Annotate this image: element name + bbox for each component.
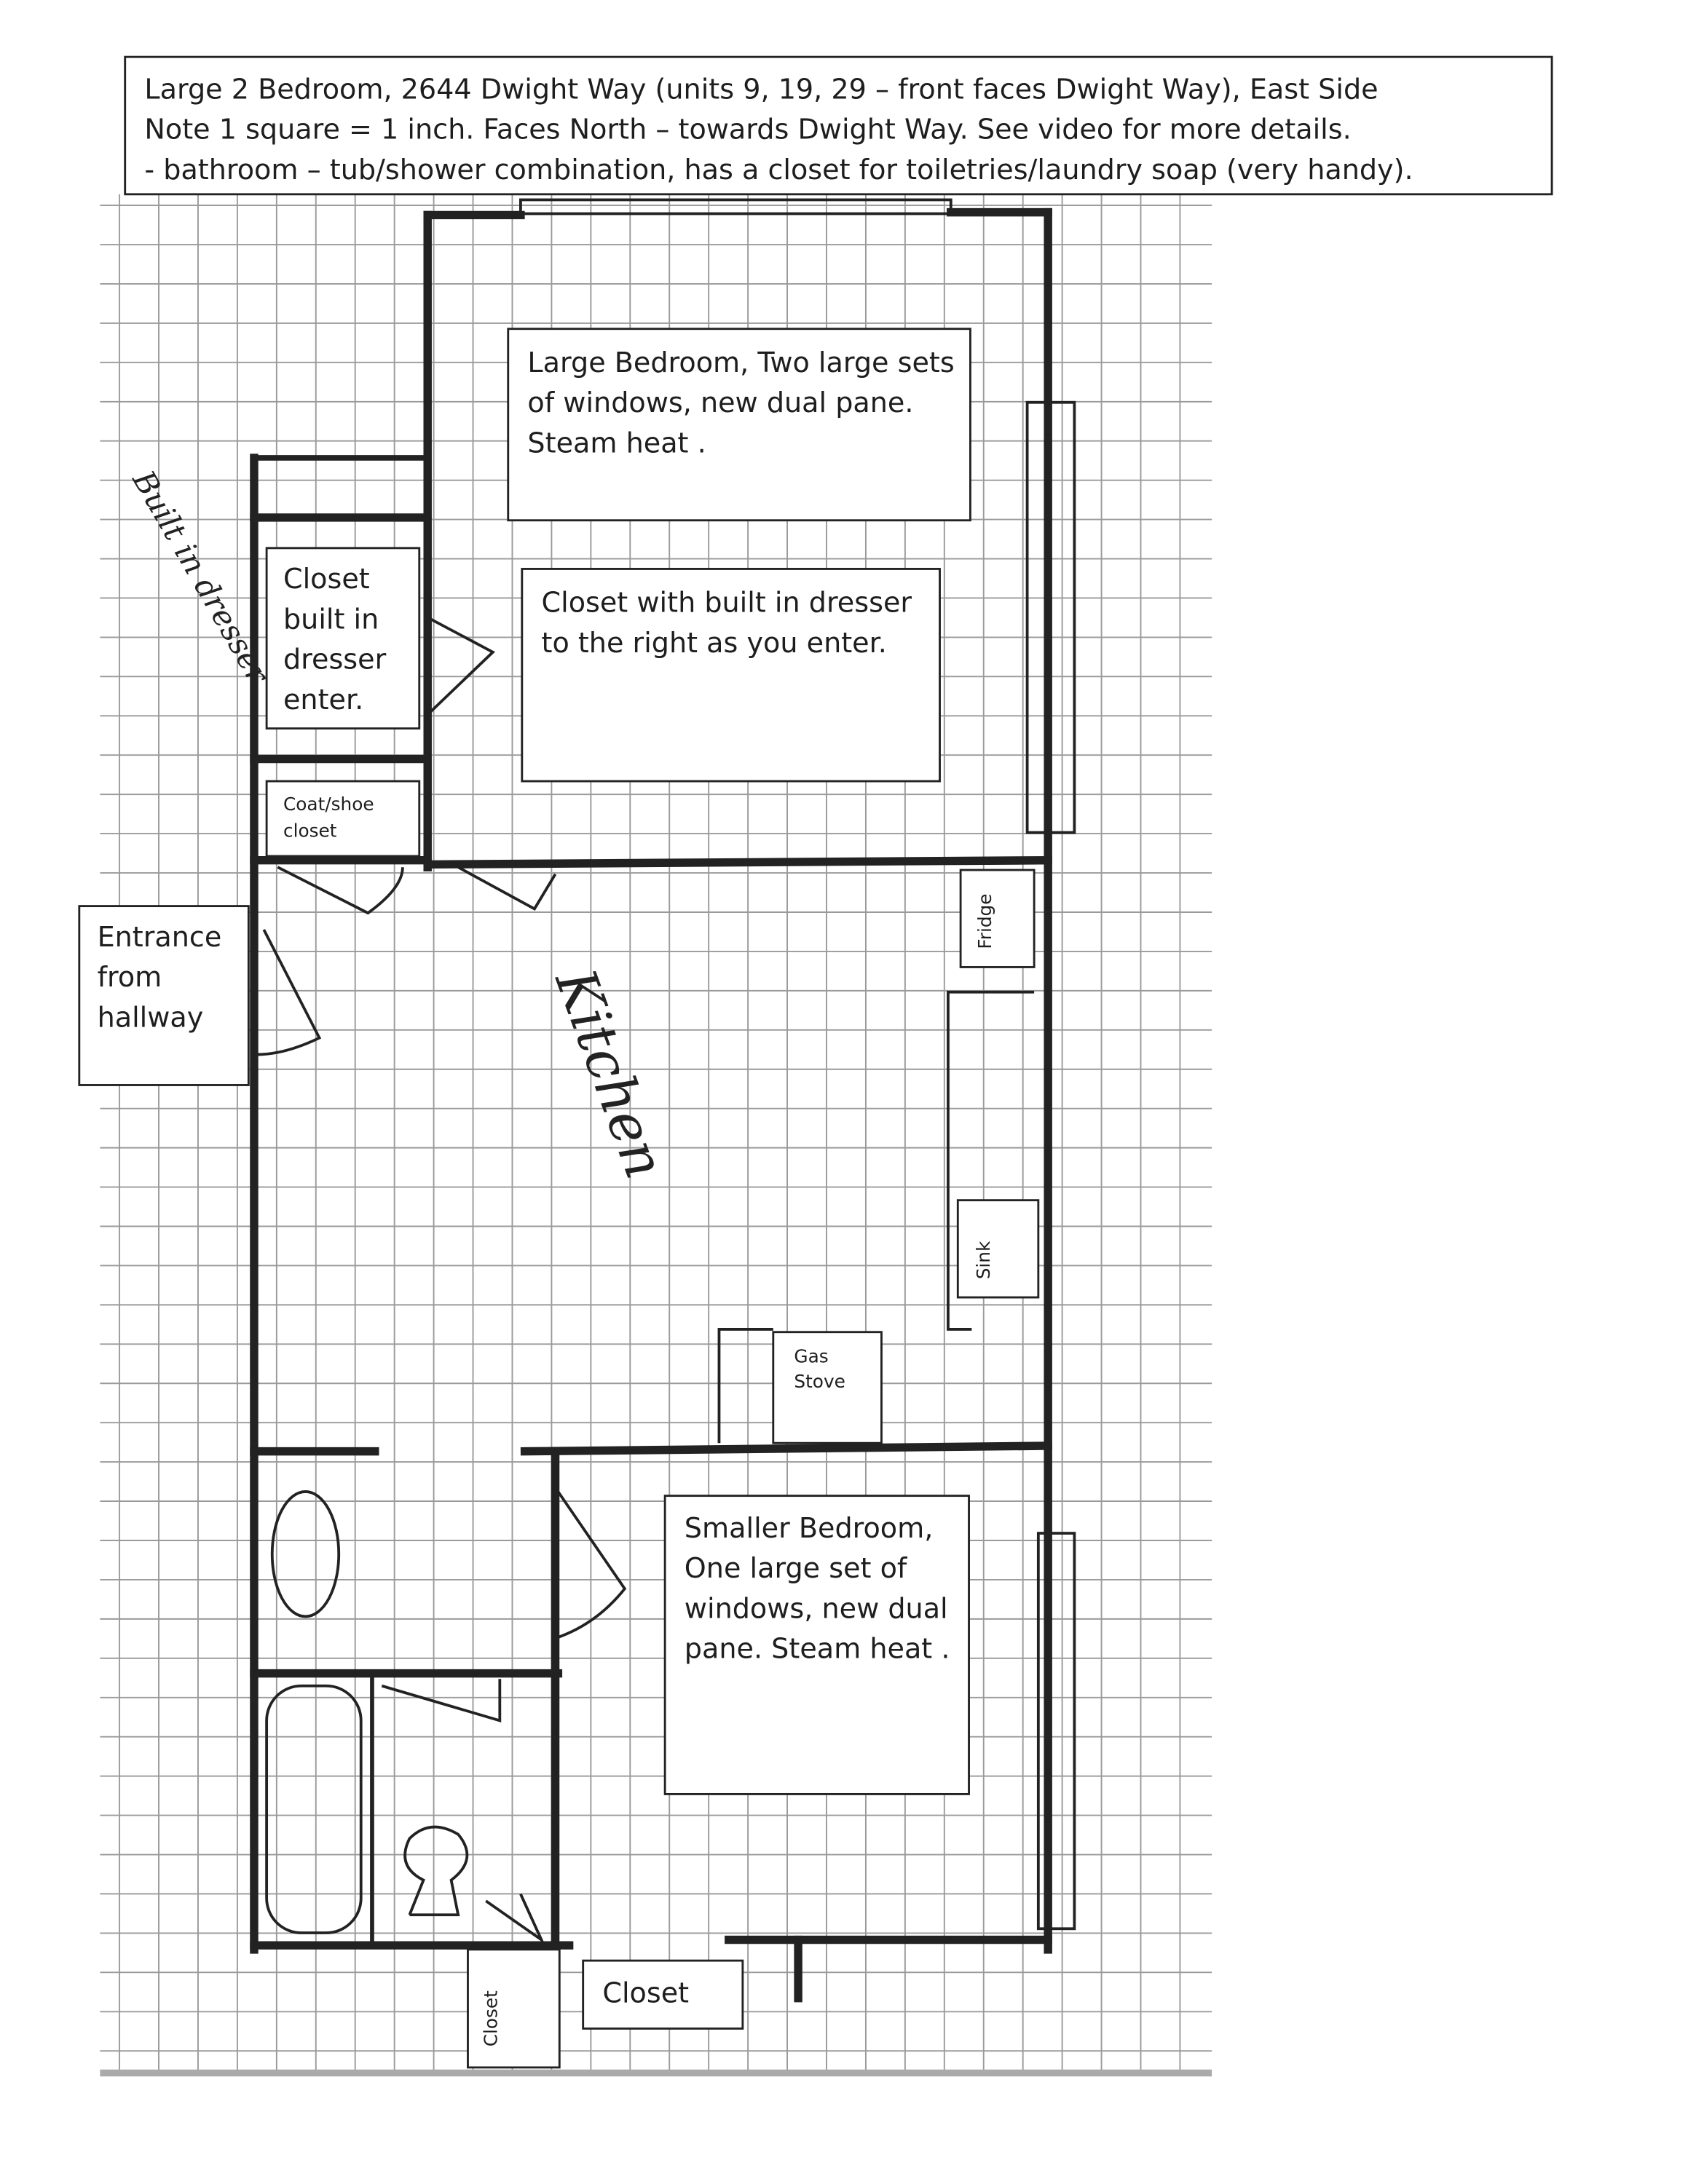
top-window [519, 198, 953, 215]
toilet [403, 1825, 469, 1917]
entrance-label: Entrance from hallway [78, 905, 250, 1086]
bathtub [265, 1684, 363, 1934]
label-line: Smaller Bedroom, [685, 1512, 934, 1544]
label-line: enter. [283, 684, 363, 716]
label-line: Closet [602, 1977, 689, 2009]
label-line: Entrance [98, 921, 222, 953]
entrance-door-swing [256, 929, 322, 1056]
large-bedroom-label: Large Bedroom, Two large sets of windows… [507, 328, 971, 522]
header-line-2: Note 1 square = 1 inch. Faces North – to… [144, 114, 1351, 146]
label-line: Steam heat . [527, 427, 706, 459]
label-line: built in [283, 603, 379, 635]
large-bedroom-window [1025, 400, 1076, 834]
stove-counter [717, 1328, 773, 1444]
label-line: hallway [98, 1001, 204, 1033]
small-bedroom-door-swing [556, 1490, 627, 1639]
label-line: dresser [283, 644, 387, 676]
label-line: to the right as you enter. [541, 627, 886, 659]
small-bedroom-window [1036, 1532, 1076, 1931]
closet-bottom-label: Closet [582, 1959, 744, 2030]
bathroom-door-swing [381, 1679, 502, 1722]
label-line: Closet [481, 1990, 502, 2046]
label-line: Closet with built in dresser [541, 587, 912, 619]
label-line: closet [283, 820, 337, 841]
closet-vertical-label: Closet [467, 1948, 561, 2069]
label-line: pane. Steam heat . [685, 1633, 950, 1665]
closet-dresser-right-label: Closet with built in dresser to the righ… [521, 568, 941, 783]
label-line: One large set of [685, 1552, 908, 1584]
fridge-label: Fridge [959, 869, 1036, 968]
sink-label: Sink [956, 1199, 1040, 1299]
sink-oval [270, 1490, 341, 1618]
label-line: Sink [973, 1241, 994, 1279]
header-box: Large 2 Bedroom, 2644 Dwight Way (units … [124, 55, 1553, 196]
label-line: of windows, new dual pane. [527, 387, 913, 419]
header-line-1: Large 2 Bedroom, 2644 Dwight Way (units … [144, 73, 1378, 105]
label-line: from [98, 961, 162, 993]
kitchen-handwritten-label: Kitchen [543, 960, 678, 1187]
label-line: Stove [794, 1371, 845, 1392]
bath-closet-door-swing [485, 1893, 545, 1944]
label-line: Large Bedroom, Two large sets [527, 347, 954, 379]
bedroom-door-swing [457, 866, 557, 911]
coat-closet-label: Coat/shoe closet [265, 780, 421, 858]
gas-stove-label: Gas Stove [772, 1331, 883, 1444]
closet-door-swing [426, 616, 496, 716]
label-line: windows, new dual [685, 1592, 948, 1624]
header-line-3: - bathroom – tub/shower combination, has… [144, 154, 1413, 186]
label-line: Fridge [974, 893, 995, 949]
label-line: Gas [794, 1346, 828, 1367]
kitchen-counter [947, 990, 1035, 1331]
coat-closet-door-swing [277, 866, 404, 915]
label-line: Closet [283, 563, 370, 595]
smaller-bedroom-label: Smaller Bedroom, One large set of window… [663, 1495, 970, 1795]
label-line: Coat/shoe [283, 794, 374, 815]
closet-built-in-label: Closet built in dresser enter. [265, 547, 421, 730]
walls [250, 198, 1076, 2003]
